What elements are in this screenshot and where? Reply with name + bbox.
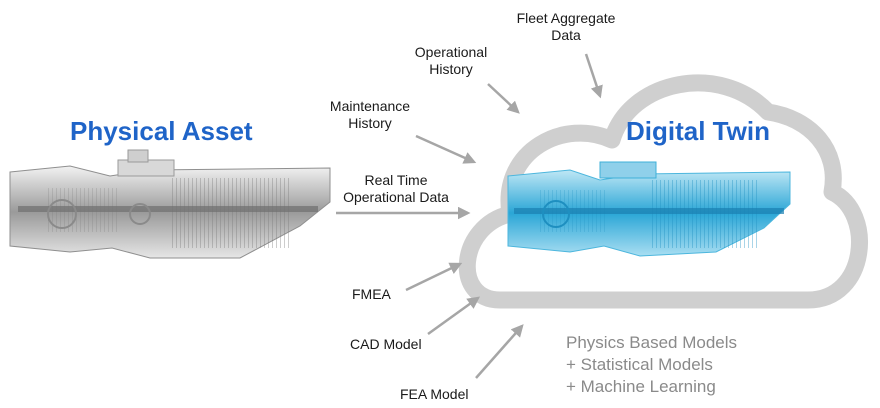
operational-history-arrow: [487, 83, 520, 114]
fea-model-arrow: [475, 324, 524, 379]
fleet-aggregate-label: Fleet Aggregate Data: [516, 10, 616, 43]
models-line: + Machine Learning: [566, 377, 716, 396]
real-time-label: Real Time Operational Data: [343, 172, 449, 205]
fmea-label: FMEA: [352, 286, 391, 302]
fleet-data-arrow: [584, 53, 603, 99]
cad-model-arrow: [427, 296, 481, 336]
cloud-outline: [458, 74, 868, 309]
digital-twin-turbine-image: [507, 161, 791, 257]
maintenance-history-arrow: [415, 134, 477, 164]
models-line: Physics Based Models: [566, 333, 738, 352]
cad-model-label: CAD Model: [350, 336, 422, 352]
models-line: + Statistical Models: [566, 355, 713, 374]
digital-twin-title: Digital Twin: [626, 116, 770, 146]
physical-turbine-image: [9, 149, 331, 259]
fmea-arrow: [405, 262, 463, 292]
fea-model-label: FEA Model: [400, 386, 469, 402]
physical-asset-title: Physical Asset: [70, 116, 253, 146]
operational-history-label: Operational History: [414, 44, 488, 77]
maintenance-history-label: Maintenance History: [329, 98, 411, 131]
models-list: Physics Based Models + Statistical Model…: [566, 332, 737, 398]
